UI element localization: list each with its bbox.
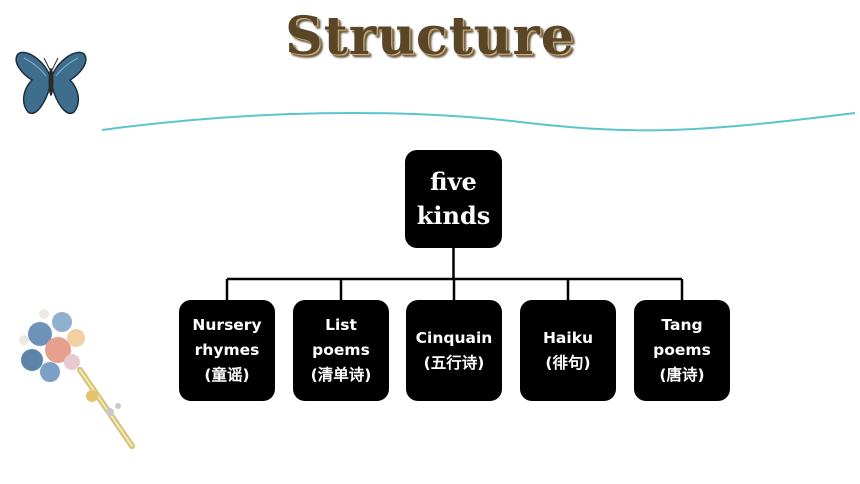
root-node-five-kinds: five kinds — [405, 150, 502, 248]
butterfly-icon — [15, 51, 87, 115]
child-node-cinquain: Cinquain (五行诗) — [406, 300, 502, 401]
child-node-list-poems: List poems (清单诗) — [293, 300, 389, 401]
child-node-tang-poems: Tang poems (唐诗) — [634, 300, 730, 401]
child-node-nursery-rhymes: Nursery rhymes (童谣) — [179, 300, 275, 401]
child-node-haiku: Haiku (徘句) — [520, 300, 616, 401]
slide-title: Structure — [285, 6, 575, 67]
hairpin-ornament-icon — [19, 309, 135, 449]
